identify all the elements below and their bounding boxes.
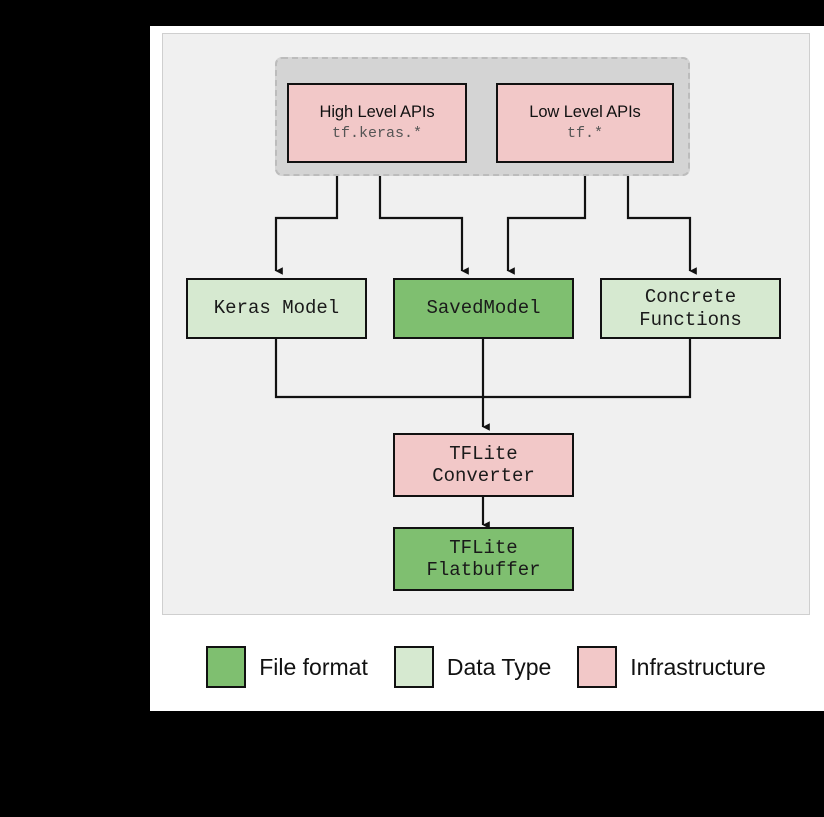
node-title: High Level APIs: [319, 102, 435, 121]
node-low-level-apis[interactable]: Low Level APIs tf.*: [496, 83, 674, 163]
node-title: Concrete Functions: [639, 286, 742, 331]
node-high-level-apis[interactable]: High Level APIs tf.keras.*: [287, 83, 467, 163]
legend-label: File format: [259, 653, 368, 680]
node-title: Keras Model: [213, 297, 340, 320]
node-savedmodel[interactable]: SavedModel: [393, 278, 574, 339]
legend-label: Data Type: [446, 653, 552, 680]
legend-entry-file-format: File format: [206, 646, 368, 688]
node-tflite-converter[interactable]: TFLite Converter: [393, 433, 574, 497]
legend-entry-infrastructure: Infrastructure: [577, 646, 766, 688]
legend-swatch-infrastructure: [577, 646, 618, 688]
legend-swatch-data-type: [393, 646, 434, 688]
legend-swatch-file-format: [206, 646, 247, 688]
node-tflite-flatbuffer[interactable]: TFLite Flatbuffer: [393, 527, 574, 591]
node-title: Low Level APIs: [529, 102, 641, 121]
node-subtitle: tf.keras.*: [331, 125, 422, 143]
node-keras-model[interactable]: Keras Model: [186, 278, 367, 339]
legend-label: Infrastructure: [630, 653, 766, 680]
node-subtitle: tf.*: [566, 125, 603, 143]
legend-entry-data-type: Data Type: [393, 646, 552, 688]
node-title: TFLite Converter: [432, 442, 535, 487]
node-title: SavedModel: [426, 297, 541, 320]
legend: File format Data Type Infrastructure: [162, 634, 810, 700]
node-concrete-functions[interactable]: Concrete Functions: [600, 278, 781, 339]
diagram-page: High Level APIs tf.keras.* Low Level API…: [150, 26, 824, 711]
node-title: TFLite Flatbuffer: [426, 536, 541, 581]
